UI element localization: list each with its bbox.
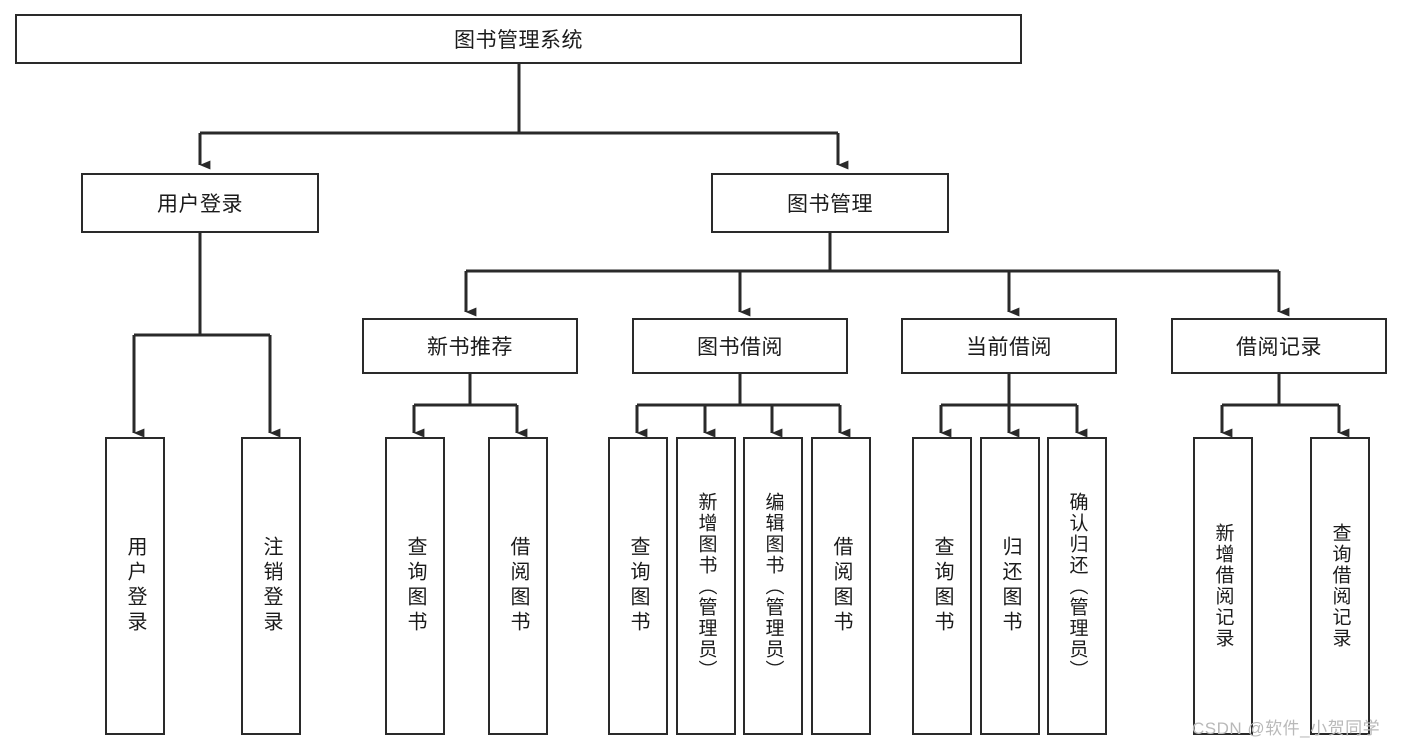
- node-label: 借阅图书: [830, 536, 852, 636]
- node-current-borrow[interactable]: 当前借阅: [901, 318, 1117, 374]
- node-leaf-query-book-1[interactable]: 查询图书: [385, 437, 445, 735]
- node-label: 查询图书: [627, 536, 649, 636]
- node-leaf-logout-login[interactable]: 注销登录: [241, 437, 301, 735]
- node-leaf-edit-book[interactable]: 编辑图书（管理员）: [743, 437, 803, 735]
- node-new-book-recommend[interactable]: 新书推荐: [362, 318, 578, 374]
- node-leaf-borrow-book-2[interactable]: 借阅图书: [811, 437, 871, 735]
- node-user-login[interactable]: 用户登录: [81, 173, 319, 233]
- csdn-watermark: CSDN @软件_小贺同学: [1192, 719, 1381, 738]
- node-label: 确认归还（管理员）: [1066, 491, 1088, 681]
- node-leaf-return-book[interactable]: 归还图书: [980, 437, 1040, 735]
- node-label: 借阅记录: [1236, 336, 1322, 359]
- node-label: 用户登录: [124, 536, 146, 636]
- node-leaf-user-login[interactable]: 用户登录: [105, 437, 165, 735]
- node-leaf-add-book[interactable]: 新增图书（管理员）: [676, 437, 736, 735]
- node-label: 查询图书: [404, 536, 426, 636]
- node-leaf-confirm-return[interactable]: 确认归还（管理员）: [1047, 437, 1107, 735]
- node-book-management[interactable]: 图书管理: [711, 173, 949, 233]
- node-label: 图书管理: [787, 193, 873, 216]
- node-label: 借阅图书: [507, 536, 529, 636]
- node-label: 图书管理系统: [454, 29, 583, 52]
- node-leaf-add-borrow-record[interactable]: 新增借阅记录: [1193, 437, 1253, 735]
- node-label: 新书推荐: [427, 336, 513, 359]
- node-label: 图书借阅: [697, 336, 783, 359]
- node-label: 查询图书: [931, 536, 953, 636]
- node-label: 注销登录: [260, 536, 282, 636]
- node-label: 查询借阅记录: [1329, 523, 1351, 649]
- node-book-borrow[interactable]: 图书借阅: [632, 318, 848, 374]
- node-borrow-record[interactable]: 借阅记录: [1171, 318, 1387, 374]
- node-leaf-borrow-book-1[interactable]: 借阅图书: [488, 437, 548, 735]
- node-label: 当前借阅: [966, 336, 1052, 359]
- node-leaf-query-book-2[interactable]: 查询图书: [608, 437, 668, 735]
- node-label: 归还图书: [999, 536, 1021, 636]
- node-label: 新增图书（管理员）: [695, 491, 717, 681]
- node-label: 编辑图书（管理员）: [762, 491, 784, 681]
- node-label: 用户登录: [157, 193, 243, 216]
- node-leaf-query-book-3[interactable]: 查询图书: [912, 437, 972, 735]
- node-label: 新增借阅记录: [1212, 523, 1234, 649]
- node-root-system[interactable]: 图书管理系统: [15, 14, 1022, 64]
- node-leaf-query-borrow-record[interactable]: 查询借阅记录: [1310, 437, 1370, 735]
